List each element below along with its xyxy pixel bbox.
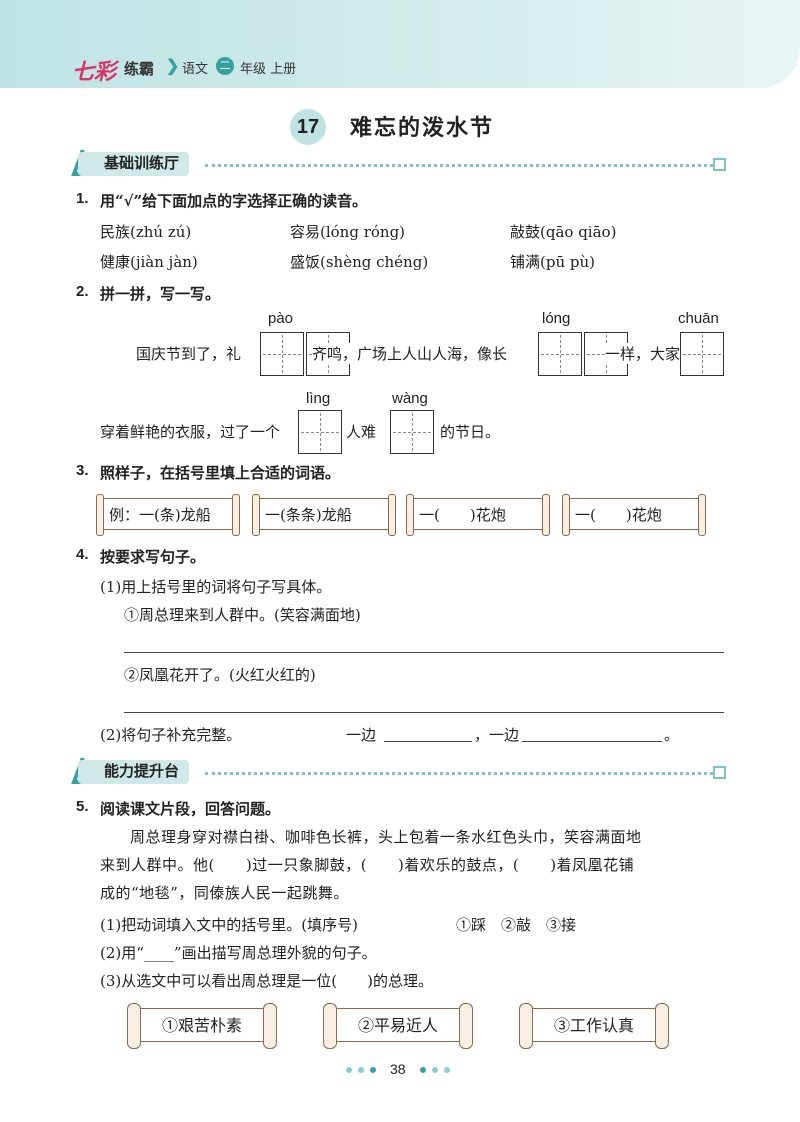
footer-dot <box>358 1067 364 1073</box>
writing-grid-box[interactable] <box>680 332 724 376</box>
q5-verbs: ①踩 ②敲 ③接 <box>456 916 577 934</box>
q1-item: 民族(zhú zú) <box>100 223 192 241</box>
q1-prompt: 用“√”给下面加点的字选择正确的读音。 <box>100 192 368 210</box>
q2-text: 一样，大家 <box>605 343 681 364</box>
lesson-title: 难忘的泼水节 <box>350 115 495 141</box>
q5-prompt: 阅读课文片段，回答问题。 <box>100 800 281 818</box>
answer-line[interactable] <box>384 741 472 742</box>
footer-dot <box>444 1067 450 1073</box>
option-scroll[interactable]: ②平易近人 <box>323 1003 473 1049</box>
pinyin-label: lìng <box>306 390 331 407</box>
option-scroll[interactable]: ③工作认真 <box>519 1003 669 1049</box>
passage-line: 成的“地毯”，同傣族人民一起跳舞。 <box>100 884 349 902</box>
q2-text: 穿着鲜艳的衣服，过了一个 <box>100 423 281 441</box>
q5-number: 5. <box>76 798 89 815</box>
q4-prompt: 按要求写句子。 <box>100 548 206 566</box>
pinyin-label: lóng <box>542 310 571 327</box>
footer-dot <box>370 1067 376 1073</box>
q4-sub2: (2)将句子补充完整。 <box>100 726 242 744</box>
answer-line[interactable] <box>124 652 724 653</box>
q2-text: 的节日。 <box>440 423 501 441</box>
q4-number: 4. <box>76 546 89 563</box>
q2-text: 国庆节到了，礼 <box>136 345 242 363</box>
q2-number: 2. <box>76 283 89 300</box>
brand-subtitle: 练霸 <box>124 61 155 78</box>
section-end-box <box>713 158 726 171</box>
section-end-box <box>713 766 726 779</box>
pinyin-label: chuān <box>678 310 719 327</box>
writing-grid-box[interactable] <box>260 332 304 376</box>
q4-part-b: ，一边 <box>474 726 520 744</box>
q3-number: 3. <box>76 462 89 479</box>
example-scroll-box: 例：一(条)龙船 <box>96 494 240 536</box>
answer-scroll-box[interactable]: 一( )花炮 <box>406 494 550 536</box>
q5-sub1: (1)把动词填入文中的括号里。(填序号) <box>100 916 358 934</box>
answer-line[interactable] <box>522 741 662 742</box>
writing-grid-box[interactable] <box>298 410 342 454</box>
section-divider <box>205 772 713 775</box>
answer-scroll-box: 一(条条)龙船 <box>252 494 396 536</box>
q2-text: 人难 <box>346 423 377 441</box>
header-band <box>0 0 800 88</box>
chevron-right-icon: ❯ <box>166 58 180 75</box>
section-title-basic: 基础训练厅 <box>78 152 190 176</box>
q3-prompt: 照样子，在括号里填上合适的词语。 <box>100 464 341 482</box>
pinyin-label: wàng <box>392 390 428 407</box>
writing-grid-box[interactable] <box>390 410 434 454</box>
q2-prompt: 拼一拼，写一写。 <box>100 285 221 303</box>
passage-line: 来到人群中。他( )过一只象脚鼓，( )着欢乐的鼓点，( )着凤凰花铺 <box>100 856 635 874</box>
answer-scroll-box[interactable]: 一( )花炮 <box>562 494 706 536</box>
page-number: 38 <box>390 1061 406 1077</box>
writing-grid-box[interactable] <box>538 332 582 376</box>
header-subject: 语文 <box>182 62 209 77</box>
pinyin-label: pào <box>268 310 294 327</box>
q4-sentence1: ①周总理来到人群中。(笑容满面地) <box>124 606 361 624</box>
section-divider <box>205 164 713 167</box>
q1-item: 容易(lóng róng) <box>290 223 406 241</box>
q2-text: 齐鸣，广场上人山人海，像长 <box>312 343 508 364</box>
footer-dot <box>420 1067 426 1073</box>
option-scroll[interactable]: ①艰苦朴素 <box>127 1003 277 1049</box>
header-grade: 年级 上册 <box>240 62 297 77</box>
grade-badge: 二 <box>216 57 234 75</box>
q5-sub3: (3)从选文中可以看出周总理是一位( )的总理。 <box>100 972 433 990</box>
q1-item: 盛饭(shèng chéng) <box>290 253 429 271</box>
q5-sub2: (2)用“____”画出描写周总理外貌的句子。 <box>100 944 377 962</box>
q1-number: 1. <box>76 190 89 207</box>
q1-item: 铺满(pū pù) <box>510 253 595 271</box>
answer-line[interactable] <box>124 712 724 713</box>
section-title-advanced: 能力提升台 <box>78 760 190 784</box>
passage-line: 周总理身穿对襟白褂、咖啡色长裤，头上包着一条水红色头巾，笑容满面地 <box>130 828 642 846</box>
q4-part-a: 一边 <box>346 726 377 744</box>
q1-item: 健康(jiàn jàn) <box>100 253 198 271</box>
q4-end: 。 <box>664 726 680 744</box>
footer-dot <box>346 1067 352 1073</box>
q4-sub1: (1)用上括号里的词将句子写具体。 <box>100 578 332 596</box>
brand-logo: 七彩 <box>72 59 117 85</box>
q4-sentence2: ②凤凰花开了。(火红火红的) <box>124 666 316 684</box>
lesson-number: 17 <box>290 109 326 145</box>
q1-item: 敲鼓(qāo qiāo) <box>510 223 617 241</box>
footer-dot <box>432 1067 438 1073</box>
